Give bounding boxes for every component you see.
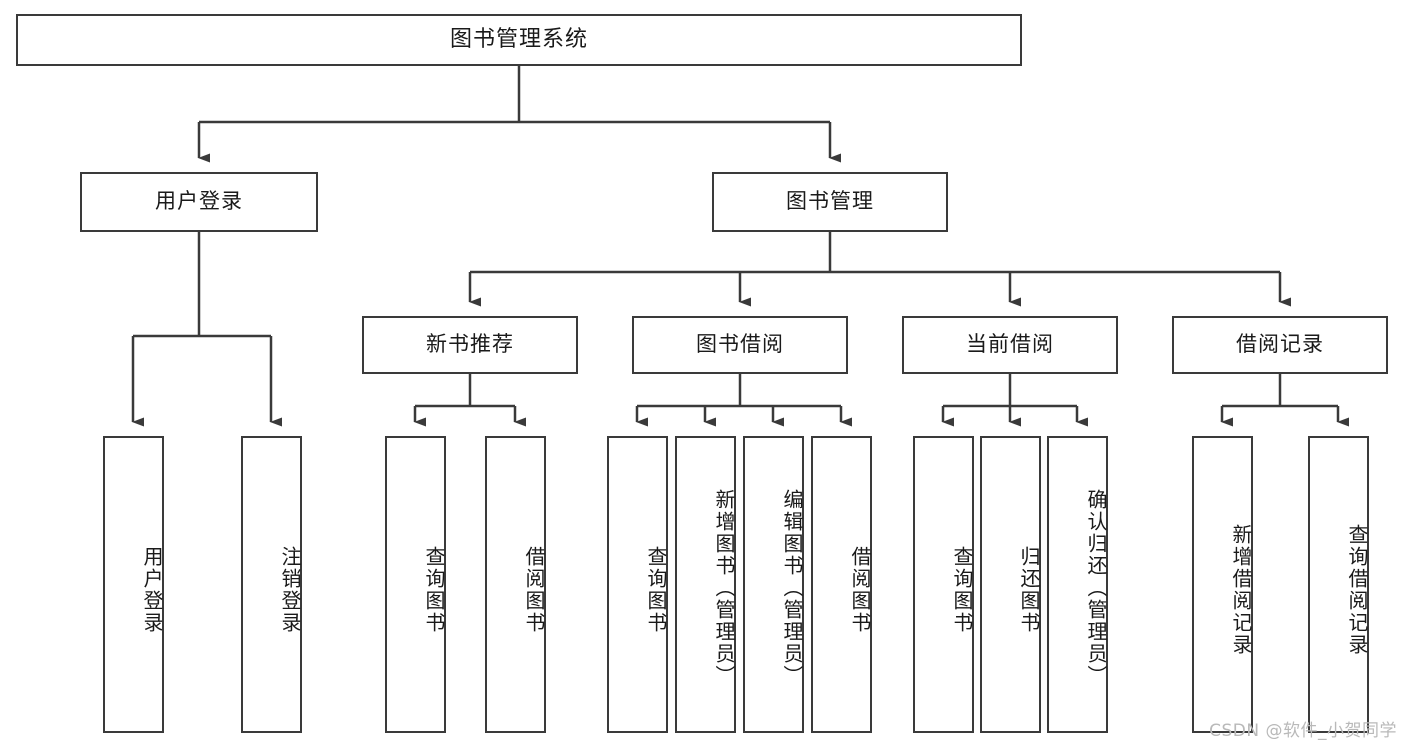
watermark-credit: CSDN @软件_小贺同学 <box>1209 721 1397 741</box>
node-borrow-record[interactable]: 借阅记录 <box>1172 316 1388 374</box>
leaf-edit-book-admin[interactable]: 编辑图书（管理员） <box>743 436 804 733</box>
leaf-confirm-return-admin[interactable]: 确认归还（管理员） <box>1047 436 1108 733</box>
leaf-logout-login[interactable]: 注销登录 <box>241 436 302 733</box>
node-user-login[interactable]: 用户登录 <box>80 172 318 232</box>
leaf-add-borrow-record[interactable]: 新增借阅记录 <box>1192 436 1253 733</box>
leaf-add-book-admin[interactable]: 新增图书（管理员） <box>675 436 736 733</box>
node-book-borrow[interactable]: 图书借阅 <box>632 316 848 374</box>
node-book-management[interactable]: 图书管理 <box>712 172 948 232</box>
leaf-query-book-borrow[interactable]: 查询图书 <box>607 436 668 733</box>
leaf-user-login[interactable]: 用户登录 <box>103 436 164 733</box>
leaf-query-book-recommend[interactable]: 查询图书 <box>385 436 446 733</box>
leaf-borrow-book-recommend[interactable]: 借阅图书 <box>485 436 546 733</box>
node-new-book-recommend[interactable]: 新书推荐 <box>362 316 578 374</box>
leaf-query-book-current[interactable]: 查询图书 <box>913 436 974 733</box>
leaf-query-borrow-record[interactable]: 查询借阅记录 <box>1308 436 1369 733</box>
node-current-borrow[interactable]: 当前借阅 <box>902 316 1118 374</box>
node-root-system[interactable]: 图书管理系统 <box>16 14 1022 66</box>
leaf-borrow-book[interactable]: 借阅图书 <box>811 436 872 733</box>
leaf-return-book[interactable]: 归还图书 <box>980 436 1041 733</box>
